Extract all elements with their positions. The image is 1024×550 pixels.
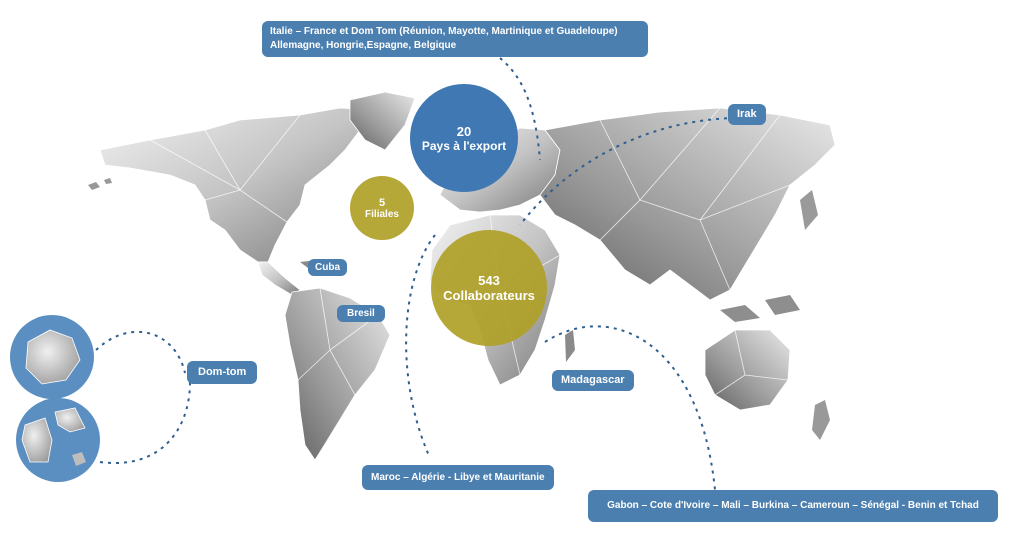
domtom-label: Dom-tom — [187, 361, 258, 384]
island-reunion-map — [10, 315, 94, 399]
irak-label: Irak — [728, 104, 766, 125]
cuba-label: Cuba — [308, 259, 347, 276]
subsidiaries-bubble: 5 Filiales — [350, 176, 414, 240]
greenland — [349, 91, 416, 151]
europe-countries-line-2: Allemagne, Hongrie,Espagne, Belgique — [270, 40, 457, 51]
continent-north-america — [99, 107, 373, 263]
island-guadeloupe-map — [16, 398, 100, 482]
subsidiaries-label: Filiales — [365, 208, 399, 220]
madagascar-label: Madagascar — [552, 370, 634, 391]
maghreb-countries-label: Maroc – Algérie - Libye et Mauritanie — [362, 465, 554, 490]
connector-lines — [95, 57, 736, 491]
employees-bubble: 543 Collaborateurs — [431, 230, 547, 346]
central-america — [257, 261, 301, 296]
subsidiaries-count: 5 — [378, 196, 386, 209]
employees-count: 543 — [478, 273, 500, 288]
employees-label: Collaborateurs — [443, 288, 535, 303]
bresil-label: Bresil — [337, 305, 385, 322]
continent-asia — [539, 107, 836, 301]
export-count: 20 — [456, 123, 472, 139]
europe-countries-label: Italie – France et Dom Tom (Réunion, May… — [262, 21, 648, 57]
export-label: Pays à l'export — [421, 138, 507, 153]
export-countries-bubble: 20 Pays à l'export — [410, 84, 518, 192]
continent-australia — [704, 329, 791, 411]
europe-countries-line-1: Italie – France et Dom Tom (Réunion, May… — [270, 26, 618, 37]
africa-countries-label: Gabon – Cote d'Ivoire – Mali – Burkina –… — [588, 490, 998, 522]
